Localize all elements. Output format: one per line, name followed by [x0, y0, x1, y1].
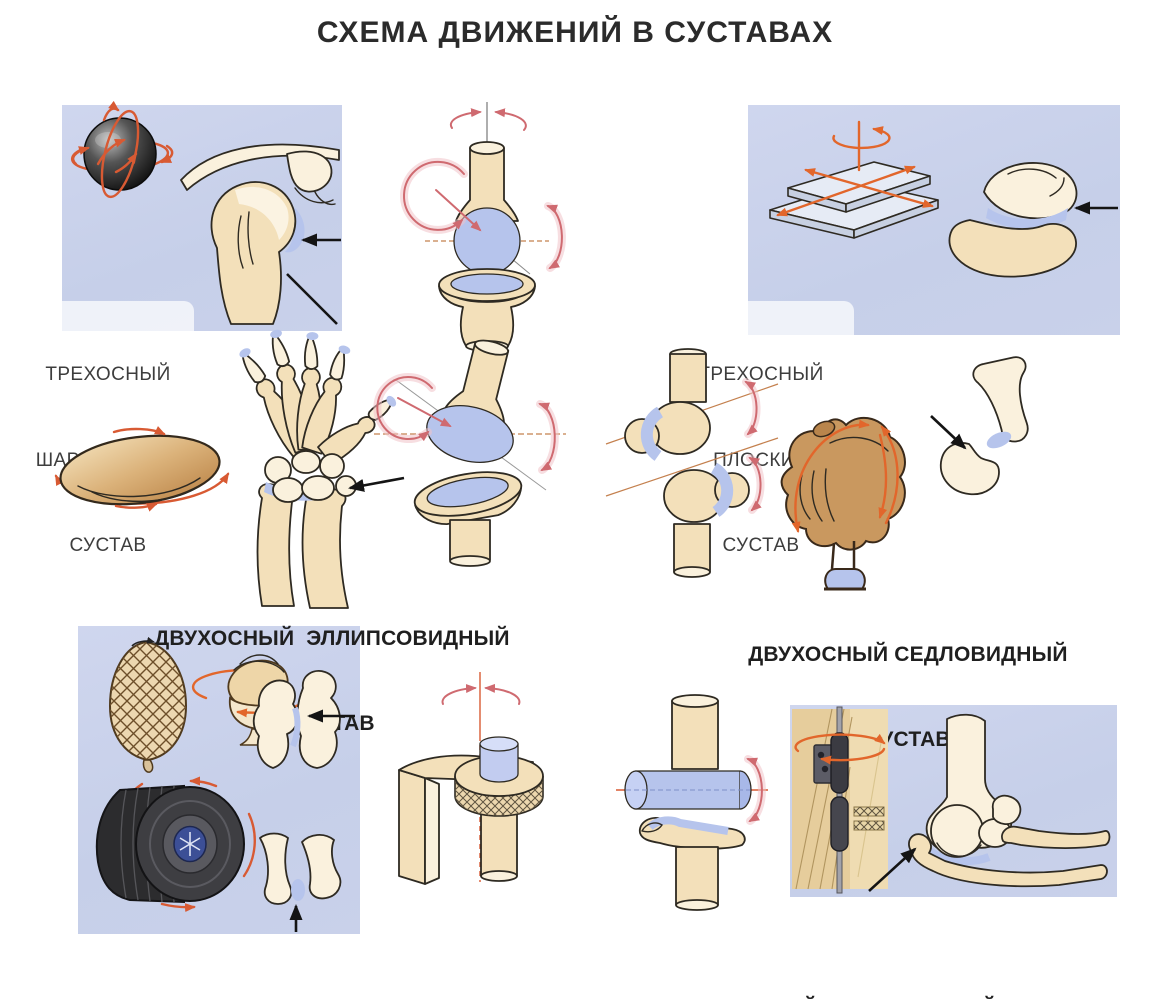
finger-rays [239, 329, 397, 466]
flat-joint-bones-illustration [948, 162, 1118, 278]
pointer-line [286, 273, 338, 325]
shoulder-joint-illustration [180, 143, 341, 325]
horse-saddle-icon [780, 416, 906, 591]
label-trochlear-joint: ОДНООСНЫЙ БЛОКОВИДНЫЙ СУСТАВ [630, 938, 1130, 1000]
label-line: ДВУХОСНЫЙ СЕДЛОВИДНЫЙ [748, 642, 1068, 666]
ball-and-socket-schematic [400, 102, 566, 352]
door-hinge-icon [792, 706, 888, 894]
ellipsoid-lens-icon [54, 426, 230, 512]
trochlear-joint-schematic [616, 694, 768, 911]
label-line: СУСТАВ [722, 535, 800, 556]
label-line: СУСТАВ [69, 535, 147, 556]
strike-plates [853, 806, 885, 831]
saddle-joint-schematic [605, 348, 779, 578]
label-line: ОДНООСНЫЙ БЛОКОВИДНЫЙ СУСТАВ [630, 995, 1130, 1000]
pointer-arrow [868, 847, 917, 892]
tire-wheel-icon [95, 776, 256, 913]
label-line: ДВУХОСНЫЙ ЭЛЛИПСОВИДНЫЙ [154, 626, 510, 650]
egg-in-cup-icon [191, 654, 309, 746]
ankle-bones-illustration [252, 670, 355, 769]
label-ellipsoid-joint: ДВУХОСНЫЙ ЭЛЛИПСОВИДНЫЙ СУСТАВ [122, 568, 542, 795]
carpal-bones [264, 450, 357, 503]
thumb-joint-bones-illustration [930, 356, 1029, 496]
page-title: СХЕМА ДВИЖЕНИЙ В СУСТАВАХ [316, 16, 834, 49]
pointer-arrow [348, 476, 405, 492]
wrist-hand-bones-illustration [239, 329, 405, 609]
pinecone-icon [108, 636, 188, 773]
ellipsoid-joint-schematic [373, 339, 566, 567]
elbow-joint-illustration [868, 713, 1111, 892]
pivot-joint-schematic [398, 672, 544, 885]
label-line: ТРЕХОСНЫЙ [698, 364, 824, 385]
label-cylindrical-joint: ОДНООСНЫЙ ЦИЛИНДРИЧЕСКИЙ СУСТАВ [45, 944, 565, 1000]
rotating-sphere-icon [70, 100, 174, 199]
pointer-arrow [930, 415, 967, 450]
radioulnar-bones-illustration [259, 832, 342, 932]
label-line: ТРЕХОСНЫЙ [45, 364, 171, 385]
sliding-plates-icon [769, 120, 939, 239]
